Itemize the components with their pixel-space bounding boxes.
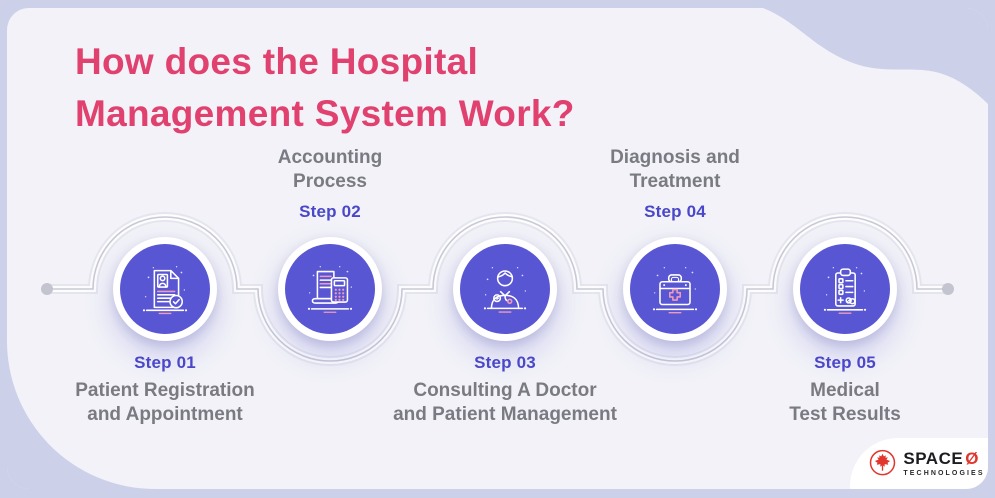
step-4-label: Diagnosis and Treatment Step 04 (535, 146, 815, 223)
patient-registration-icon (142, 266, 188, 315)
step-1-name: Patient Registration and Appointment (25, 379, 305, 427)
doctor-icon (483, 267, 527, 313)
page-title: How does the Hospital Management System … (75, 36, 575, 140)
step-5-circle-inner (800, 244, 890, 334)
step-5-circle (793, 237, 897, 341)
page-title-line-2: Management System Work? (75, 93, 575, 134)
first-aid-kit-icon (652, 267, 698, 314)
step-1-circle (113, 237, 217, 341)
bottom-left-curve-shape (7, 339, 155, 489)
step-4-circle-inner (630, 244, 720, 334)
step-5-name-line-2: Test Results (789, 404, 901, 425)
top-right-wave-shape (763, 8, 988, 104)
step-5-name: Medical Test Results (705, 379, 985, 427)
logo-brand-name: SPACE (903, 449, 964, 468)
step-1-circle-inner (120, 244, 210, 334)
step-2-number: Step 02 (299, 202, 361, 221)
step-2-name-line-2: Process (293, 171, 367, 192)
step-3-circle (453, 237, 557, 341)
brand-logo: SPACE Ø TECHNOLOGIES (850, 438, 988, 489)
step-2-name: Accounting Process (190, 146, 470, 194)
page-title-line-1: How does the Hospital (75, 41, 479, 82)
step-5-label: Step 05 Medical Test Results (705, 352, 985, 427)
step-4-circle (623, 237, 727, 341)
step-5-name-line-1: Medical (810, 380, 880, 401)
step-1-number: Step 01 (134, 353, 196, 372)
step-4-name: Diagnosis and Treatment (535, 146, 815, 194)
step-2-name-line-1: Accounting (277, 147, 383, 168)
step-1-name-line-2: and Appointment (87, 404, 243, 425)
maple-leaf-icon (870, 449, 896, 476)
step-3-name-line-1: Consulting A Doctor (413, 380, 597, 401)
step-3-name-line-2: and Patient Management (393, 404, 617, 425)
step-1-name-line-1: Patient Registration (75, 380, 255, 401)
logo-text: SPACE Ø TECHNOLOGIES (903, 450, 984, 477)
step-3-label: Step 03 Consulting A Doctor and Patient … (365, 352, 645, 427)
step-4-name-line-1: Diagnosis and (610, 147, 740, 168)
logo-slashed-o-icon: Ø (965, 449, 979, 468)
medical-test-clipboard-icon (823, 267, 867, 314)
step-3-number: Step 03 (474, 353, 536, 372)
step-2-circle (278, 237, 382, 341)
step-2-circle-inner (285, 244, 375, 334)
step-2-label: Accounting Process Step 02 (190, 146, 470, 223)
step-4-name-line-2: Treatment (629, 171, 721, 192)
step-1-label: Step 01 Patient Registration and Appoint… (25, 352, 305, 427)
step-5-number: Step 05 (814, 353, 876, 372)
logo-subtitle: TECHNOLOGIES (903, 470, 985, 477)
step-3-name: Consulting A Doctor and Patient Manageme… (365, 379, 645, 427)
accounting-calculator-icon (307, 266, 353, 313)
step-4-number: Step 04 (644, 202, 706, 221)
step-3-circle-inner (460, 244, 550, 334)
